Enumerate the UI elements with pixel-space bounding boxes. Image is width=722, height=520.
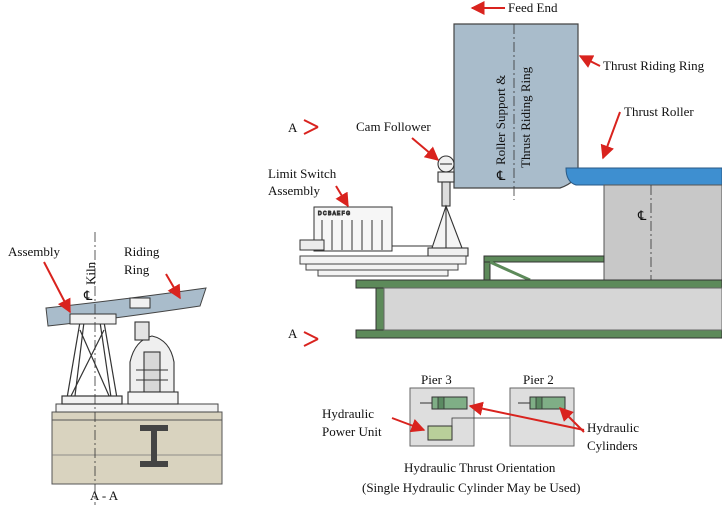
cylinders-label-2: Cylinders [587, 438, 638, 453]
thrust-riding-ring-arrow [578, 55, 601, 68]
power-unit-label-2: Power Unit [322, 424, 382, 439]
riding-ring-arrow [165, 273, 181, 300]
thrust-riding-ring-label: Thrust Riding Ring [603, 58, 705, 73]
i-beam [140, 425, 168, 467]
kiln-centerline-label: Kiln [83, 261, 98, 285]
pier-3-cylinder [431, 396, 468, 410]
hydraulic-thrust-orientation: Pier 3 Pier 2 Hydraulic Power Unit Hydra… [322, 372, 639, 495]
riding-label-line2: Ring [124, 262, 150, 277]
orientation-note: (Single Hydraulic Cylinder May be Used) [362, 480, 580, 495]
feed-end-label: Feed End [508, 0, 558, 15]
assembly-arrow [43, 261, 71, 314]
riding-label-line1: Riding [124, 244, 160, 259]
pier-block [603, 184, 722, 281]
concrete-slab [51, 411, 223, 485]
thrust-roller-label: Thrust Roller [624, 104, 694, 119]
base-plates [299, 255, 467, 277]
roller-support-block [69, 313, 117, 325]
kiln-centerline-symbol: ℄ [83, 288, 93, 303]
cylinders-label-1: Hydraulic [587, 420, 639, 435]
roller-centerline-symbol: ℄ [496, 168, 506, 183]
limit-switch-stand [61, 321, 123, 405]
side-elevation-view: Feed End Roller Support & Thrust Riding … [268, 0, 722, 347]
cam-follower [427, 155, 469, 257]
thrust-roller-arrow [600, 111, 621, 160]
cylinders-arrow-pier-2 [559, 407, 585, 433]
roller-support-label-1: Roller Support & [493, 75, 508, 165]
power-unit-arrow [391, 417, 426, 433]
power-unit-label-1: Hydraulic [322, 406, 374, 421]
cam-follower-section [127, 321, 179, 405]
pier-2-label: Pier 2 [523, 372, 554, 387]
orientation-title: Hydraulic Thrust Orientation [404, 460, 556, 475]
pier-2-cylinder [529, 396, 566, 410]
limit-switch-label-2: Assembly [268, 183, 321, 198]
limit-switch-label-1: Limit Switch [268, 166, 337, 181]
thrust-roller [565, 167, 722, 186]
thrust-riding-ring-block [453, 23, 579, 189]
limit-switch-assembly: D C B A E F G [299, 206, 432, 252]
limit-switch-arrow [335, 185, 349, 208]
assembly-label: Assembly [8, 244, 61, 259]
cylinders-arrow-pier-3 [468, 401, 585, 431]
support-beams [355, 255, 722, 339]
section-marker-bottom: A [288, 326, 298, 341]
hydraulic-power-unit-box [427, 425, 453, 441]
cam-follower-arrow [411, 137, 440, 161]
cam-follower-label: Cam Follower [356, 119, 431, 134]
switch-letters: D C B A E F G [318, 211, 350, 217]
roller-support-label-2: Thrust Riding Ring [518, 66, 533, 168]
pier-centerline-symbol: ℄ [637, 208, 647, 223]
section-caption: A - A [90, 488, 119, 503]
pier-3-label: Pier 3 [421, 372, 452, 387]
section-a-a-view: ℄ Kiln Assembly Riding Ring A - A [8, 232, 223, 505]
section-marker-top: A [288, 120, 298, 135]
